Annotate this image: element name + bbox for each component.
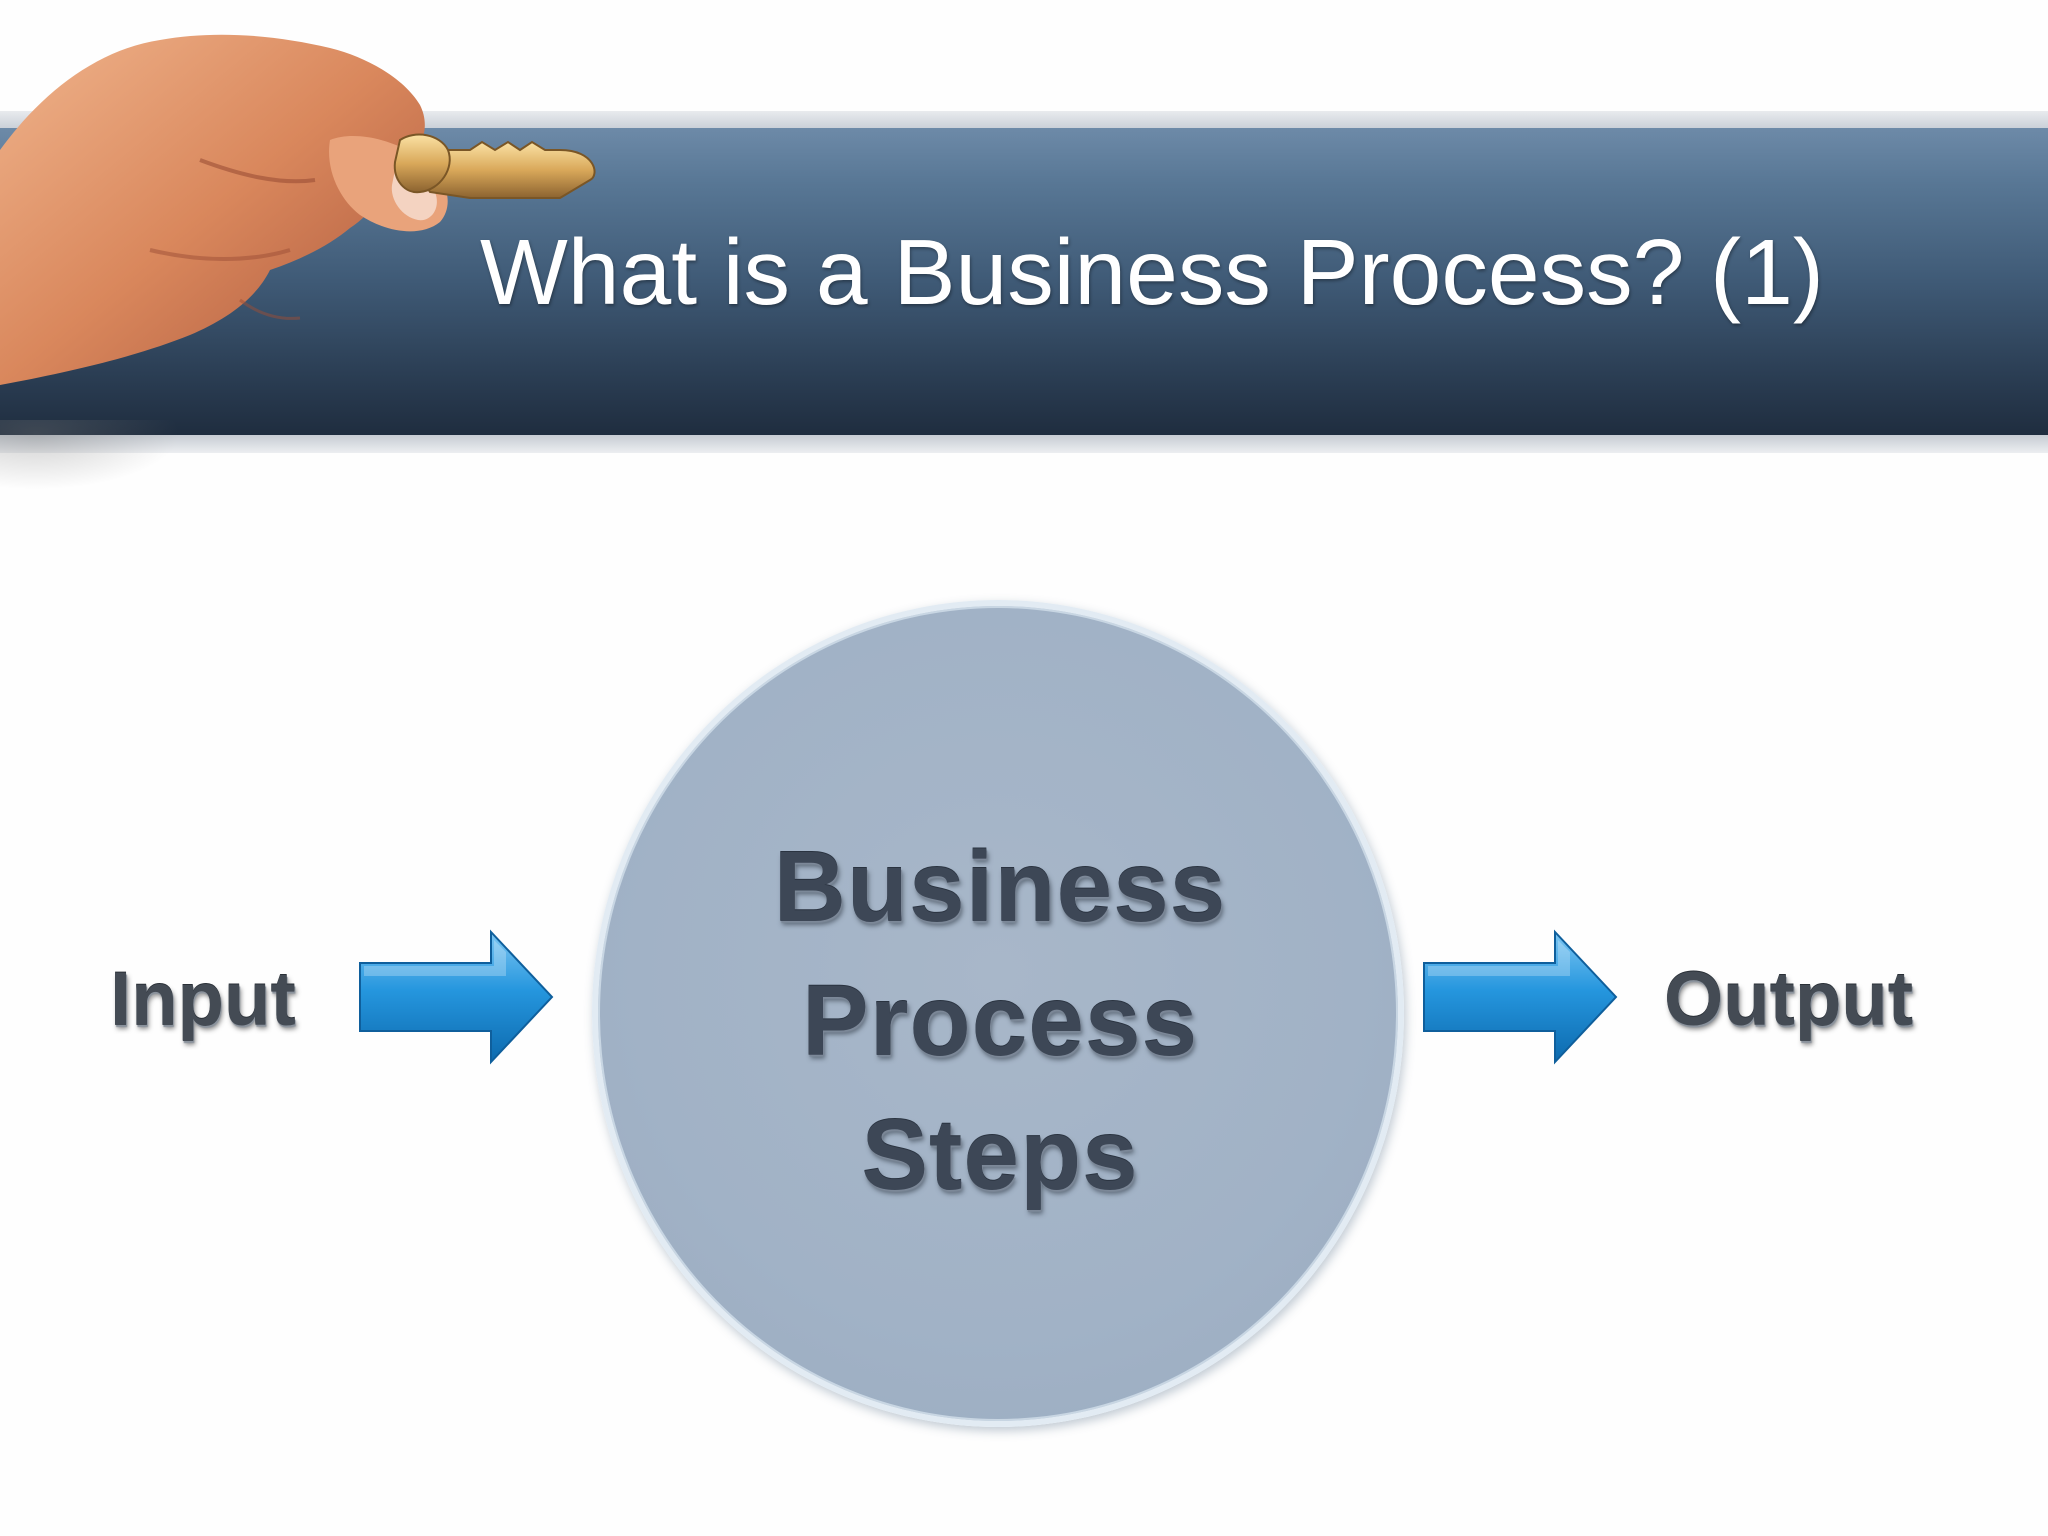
- output-label: Output: [1664, 957, 1914, 1042]
- process-label: Business Process Steps: [640, 820, 1360, 1222]
- slide-title: What is a Business Process? (1): [480, 220, 1824, 324]
- process-label-line-3: Steps: [861, 1099, 1139, 1211]
- output-arrow-icon: [1423, 929, 1618, 1065]
- process-label-line-1: Business: [773, 831, 1227, 943]
- process-circle: [592, 600, 1404, 1427]
- banner-bottom-stripe: [0, 435, 2048, 453]
- input-label: Input: [110, 957, 296, 1042]
- input-arrow-icon: [359, 929, 554, 1065]
- process-label-line-2: Process: [801, 965, 1199, 1077]
- hand-shadow: [0, 420, 180, 490]
- banner-top-stripe: [0, 111, 2048, 131]
- hand-holding-key-icon: [0, 34, 596, 386]
